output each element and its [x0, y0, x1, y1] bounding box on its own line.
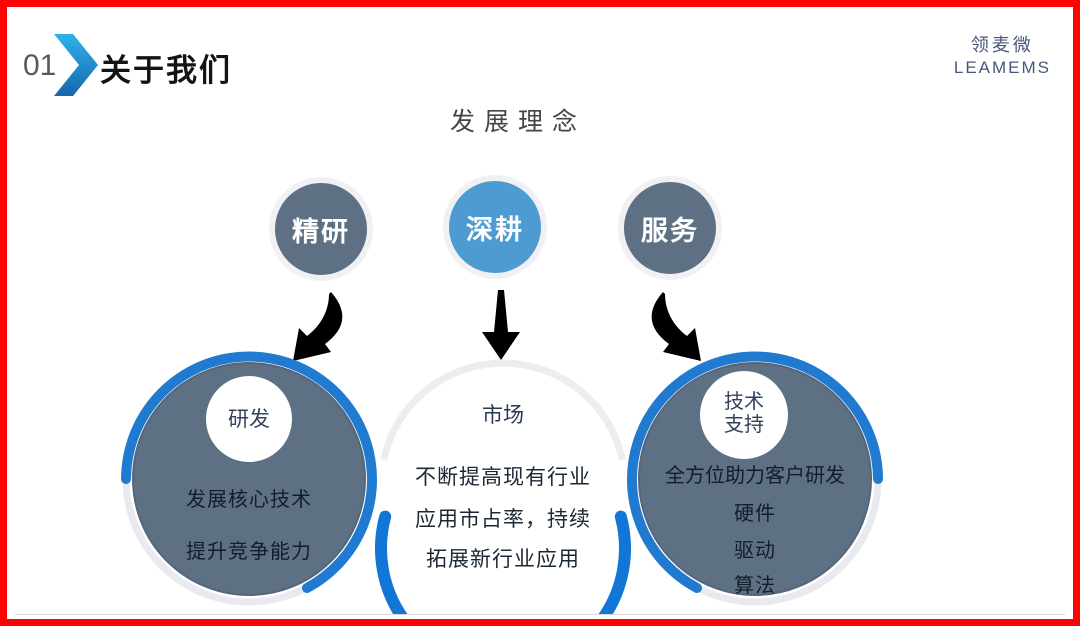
logo: 领麦微 LEAMEMS	[954, 31, 1051, 78]
badge-support-line2: 支持	[724, 414, 764, 436]
detail-line: 提升竞争能力	[186, 541, 312, 563]
badge-circle	[700, 371, 788, 459]
curved-arrow-down-right-icon	[651, 292, 701, 361]
page-title: 发展理念	[449, 109, 586, 136]
detail-line: 驱动	[734, 540, 776, 562]
detail-circle-market: 市场 不断提高现有行业 应用市占率，持续 拓展新行业应用	[373, 355, 633, 615]
detail-circle-support-graphic	[627, 351, 883, 606]
detail-line: 全方位助力客户研发	[665, 465, 845, 487]
concept-circle-jingyan: 精研	[269, 177, 373, 281]
badge-support: 技术 支持	[612, 391, 876, 437]
bottom-divider	[15, 614, 1065, 615]
badge-rd: 研发	[228, 407, 270, 431]
curved-arrow-down-left-icon	[293, 292, 343, 361]
detail-line: 硬件	[734, 503, 776, 525]
chevron-right-icon	[54, 34, 98, 96]
detail-circle-rd-graphic	[121, 351, 377, 606]
detail-line: 不断提高现有行业	[415, 465, 591, 489]
badge-market: 市场	[482, 403, 524, 427]
concept-label: 精研	[292, 216, 350, 247]
logo-en-text: LEAMEMS	[953, 58, 1051, 77]
detail-line: 算法	[734, 575, 776, 597]
detail-circle-rd: 研发 发展核心技术 提升竞争能力	[117, 347, 381, 611]
detail-circle-support: 技术 支持 全方位助力客户研发 硬件 驱动 算法	[623, 347, 887, 611]
detail-line: 拓展新行业应用	[426, 547, 580, 571]
concept-label: 服务	[641, 215, 699, 246]
detail-line: 发展核心技术	[186, 489, 312, 511]
concept-label: 深耕	[466, 214, 524, 245]
badge-circle	[206, 376, 292, 462]
section-title: 关于我们	[100, 53, 232, 88]
concept-circle-fuwu: 服务	[618, 176, 722, 280]
detail-line: 应用市占率，持续	[415, 507, 591, 531]
badge-support-line1: 技术	[724, 391, 764, 413]
section-number: 01	[23, 49, 57, 82]
straight-arrow-down-icon	[482, 290, 520, 360]
logo-cn-text: 领麦微	[970, 35, 1034, 55]
concept-circle-shengeng: 深耕	[443, 175, 547, 279]
detail-circle-market-graphic	[375, 359, 631, 615]
